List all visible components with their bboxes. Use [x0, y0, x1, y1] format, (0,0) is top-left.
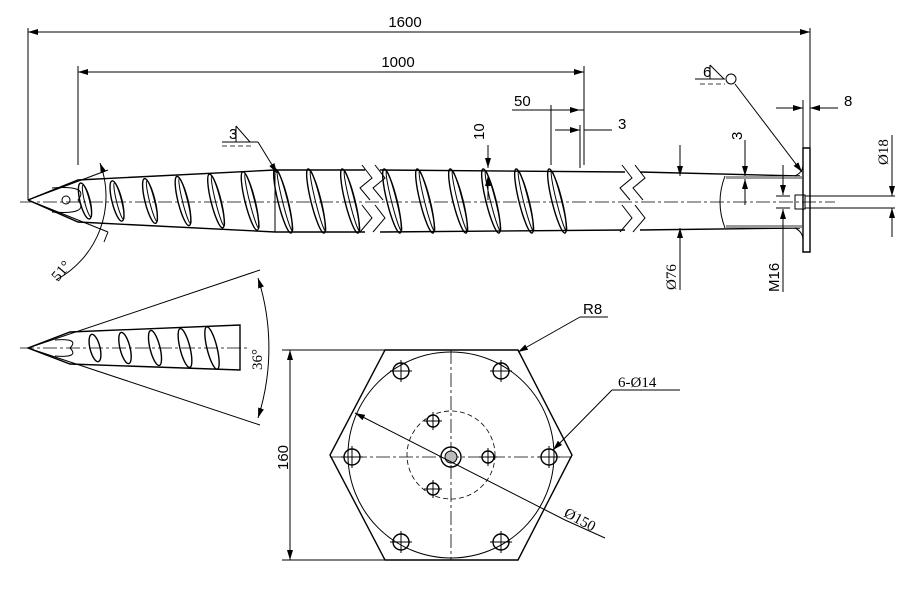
screw-shaft-side-view — [20, 147, 895, 253]
helix-flight — [88, 333, 102, 363]
helix-flight — [118, 331, 132, 365]
dimension-3-gap: 3 — [555, 116, 626, 168]
bolt-hole — [390, 360, 412, 382]
helix-flight — [147, 329, 163, 367]
dim-label: 6-Ø14 — [618, 375, 657, 391]
helix-flight — [141, 177, 159, 225]
helix-flight — [272, 168, 294, 234]
dim-label: 50 — [514, 93, 531, 110]
helix-flight — [177, 327, 193, 369]
dimension-d76: Ø76 — [664, 145, 683, 290]
dim-label: R8 — [583, 301, 602, 318]
helix-flight — [207, 173, 226, 229]
weld-label: 3 — [229, 126, 237, 143]
dim-label: M16 — [766, 263, 783, 292]
helix-flight — [339, 168, 361, 234]
dim-label: 8 — [844, 93, 852, 110]
bolt-hole — [490, 531, 512, 553]
dimension-50: 50 — [512, 93, 584, 165]
bolt-hole — [490, 360, 512, 382]
helix-flight — [204, 326, 220, 370]
helix-flight — [109, 180, 125, 222]
dim-label: 1000 — [381, 54, 414, 71]
helix-flight — [381, 168, 403, 234]
weld-symbol-flight: 3 — [222, 125, 278, 174]
dim-label: 10 — [471, 123, 488, 140]
helix-flight — [480, 168, 502, 234]
dimension-holes: 6-Ø14 — [552, 375, 680, 451]
dimension-d150-label: Ø150 — [561, 505, 598, 535]
dimension-1000: 1000 — [77, 54, 585, 165]
inner-hole — [479, 448, 497, 466]
dimension-160: 160 — [275, 349, 385, 561]
dimension-r8: R8 — [517, 301, 608, 353]
inner-hole — [424, 412, 442, 430]
dim-label: 3 — [618, 116, 626, 133]
dimension-10: 10 — [471, 123, 491, 200]
weld-label: 6 — [703, 64, 711, 81]
dimension-m16: M16 — [766, 165, 790, 292]
dim-label: 36° — [250, 349, 266, 370]
weld-symbol-plate: 6 — [695, 64, 803, 173]
helix-flight — [546, 168, 568, 234]
helix-flight — [447, 168, 469, 234]
dimension-1600: 1600 — [27, 14, 811, 200]
helix-flight — [414, 168, 436, 234]
bolt-hole — [341, 446, 363, 468]
dim-label: Ø76 — [664, 264, 680, 290]
helix-flight — [513, 168, 535, 234]
dim-label: 3 — [729, 132, 746, 140]
dim-label: 51° — [49, 258, 75, 284]
base-plate-top-view — [329, 349, 606, 561]
helix-flight — [305, 168, 327, 234]
bolt-hole — [538, 446, 560, 468]
dimension-3-wall: 3 — [729, 132, 748, 205]
helix-flight — [77, 182, 93, 220]
dimension-8: 8 — [776, 93, 852, 148]
dim-label: 1600 — [388, 14, 421, 31]
bolt-hole — [390, 531, 412, 553]
helix-flight — [240, 171, 260, 231]
inner-hole — [424, 480, 442, 498]
dim-label: Ø18 — [876, 139, 892, 165]
dimension-d18: Ø18 — [876, 135, 895, 237]
tip-detail-view: 36° — [20, 269, 270, 426]
helix-flight — [174, 175, 192, 227]
dim-label: 160 — [275, 445, 292, 470]
